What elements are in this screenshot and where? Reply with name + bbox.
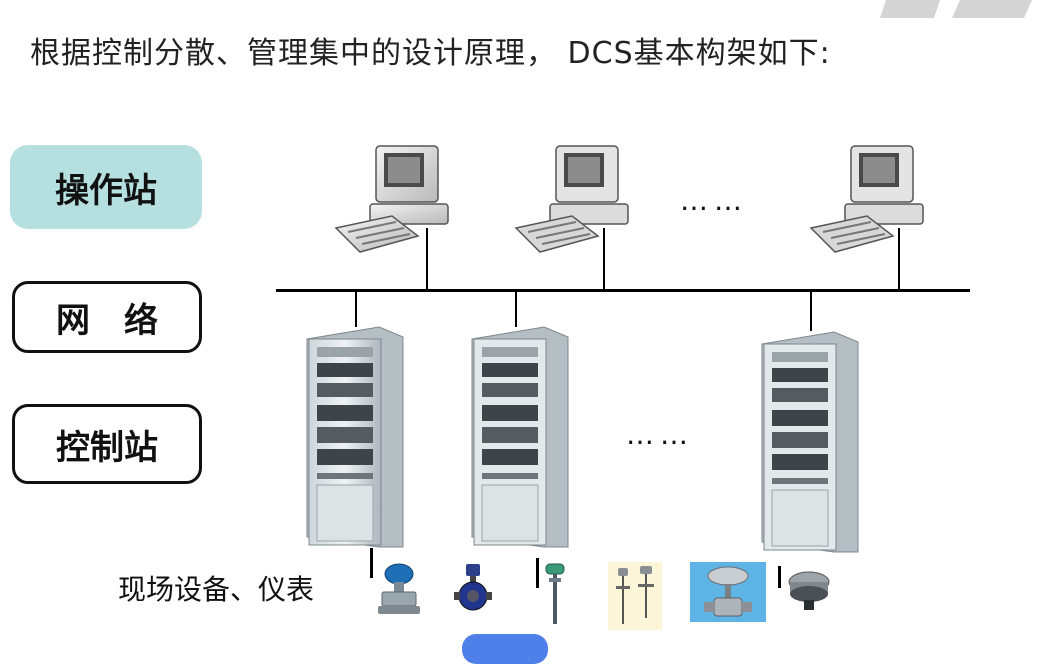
operator-computer-icon xyxy=(514,145,629,253)
temperature-sensor-icon xyxy=(545,563,565,624)
operator-computer-icon xyxy=(334,145,449,253)
thermocouple-assembly-icon xyxy=(608,562,662,630)
network-bus-line xyxy=(276,289,970,292)
decorative-tab-right xyxy=(952,0,1032,18)
network-label-text: 网 络 xyxy=(56,300,158,341)
field-devices-label: 现场设备、仪表 xyxy=(118,573,315,606)
intro-text: 根据控制分散、管理集中的设计原理， DCS基本构架如下: xyxy=(30,36,831,71)
cabinet-connector-1 xyxy=(355,291,357,327)
network-label: 网 络 xyxy=(12,281,202,353)
pc-connector-3 xyxy=(898,228,900,290)
control-cabinet-icon xyxy=(471,326,569,548)
electromagnetic-flowmeter-icon xyxy=(454,564,492,611)
operator-computer-icon xyxy=(809,145,924,253)
decorative-tab-left xyxy=(880,0,940,18)
device-connector-2 xyxy=(536,558,539,588)
pc-connector-1 xyxy=(426,228,428,290)
junction-box-icon xyxy=(788,571,830,610)
cabinet-connector-3 xyxy=(810,291,812,331)
control-station-label: 控制站 xyxy=(12,404,202,484)
control-cabinet-icon xyxy=(761,331,859,553)
device-connector-1 xyxy=(370,548,373,578)
pc-connector-2 xyxy=(603,228,605,290)
device-connector-3 xyxy=(778,566,781,588)
ellipsis-operator: …… xyxy=(680,184,748,217)
control-valve-icon xyxy=(690,562,766,622)
bottom-pill-shape xyxy=(462,634,548,664)
ellipsis-control: …… xyxy=(626,418,694,451)
cabinet-connector-2 xyxy=(515,291,517,327)
operator-station-label: 操作站 xyxy=(10,145,202,229)
pressure-transmitter-icon xyxy=(378,563,420,614)
control-cabinet-icon xyxy=(306,326,404,548)
